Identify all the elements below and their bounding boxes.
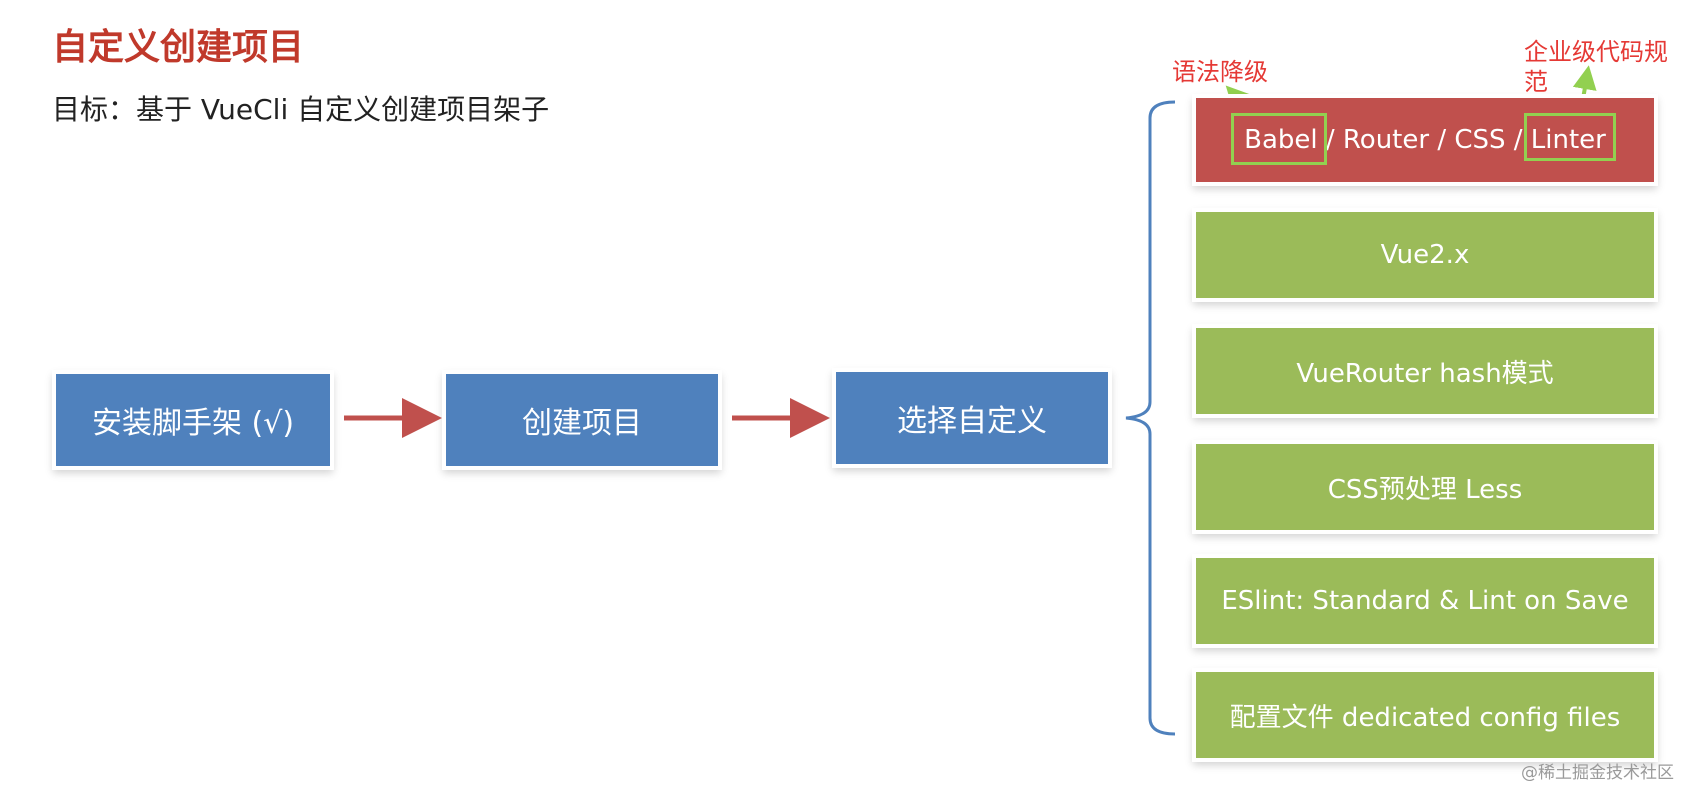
option-css-preprocessor: CSS预处理 Less xyxy=(1196,444,1654,530)
option-eslint-config: ESlint: Standard & Lint on Save xyxy=(1196,558,1654,644)
option-feature-selection: Babel / Router / CSS / Linter xyxy=(1196,98,1654,182)
option-config-files: 配置文件 dedicated config files xyxy=(1196,672,1654,758)
babel-annotation: 语法降级 xyxy=(1172,58,1268,86)
linter-highlight-box xyxy=(1524,113,1616,161)
options-bracket xyxy=(1125,100,1176,736)
linter-annotation: 企业级代码规范 xyxy=(1524,38,1668,96)
option-vue-version: Vue2.x xyxy=(1196,212,1654,298)
watermark: @稀土掘金技术社区 xyxy=(1521,763,1674,783)
page-title: 自定义创建项目 xyxy=(52,27,305,68)
step-choose-custom: 选择自定义 xyxy=(836,372,1108,464)
page-subtitle: 目标：基于 VueCli 自定义创建项目架子 xyxy=(52,93,550,126)
step-create-project: 创建项目 xyxy=(446,374,718,466)
option-router-mode: VueRouter hash模式 xyxy=(1196,328,1654,414)
step-install-scaffold: 安装脚手架 (√) xyxy=(56,374,330,466)
babel-highlight-box xyxy=(1231,113,1327,165)
